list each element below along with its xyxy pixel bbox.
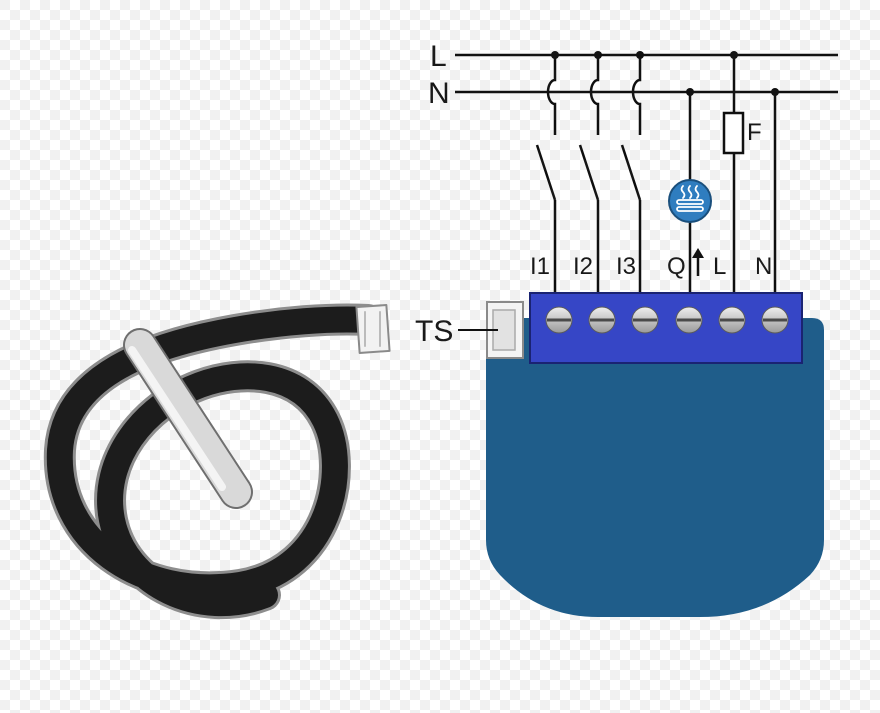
screw-q [675, 306, 703, 334]
ts-label: TS [415, 315, 453, 348]
switch-branch-i1 [546, 55, 557, 135]
temperature-sensor [43, 303, 391, 620]
switch-i2 [578, 144, 600, 201]
heater-icon [668, 179, 712, 223]
terminal-labels: I1 I2 I3 Q L N [530, 253, 772, 280]
line-label: L [430, 40, 447, 73]
screw-n [761, 306, 789, 334]
neutral-label: N [428, 77, 450, 110]
terminal-block [529, 292, 803, 364]
fuse-symbol [722, 111, 745, 155]
terminal-screws [545, 306, 789, 334]
sensor-plug [355, 304, 391, 354]
terminal-label-l: L [713, 253, 726, 280]
module-body [486, 318, 824, 617]
screw-i2 [588, 306, 616, 334]
switch-branch-i2 [589, 55, 600, 135]
arrow-up-icon [692, 248, 704, 276]
switch-i3 [620, 144, 642, 201]
fuse-label: F [747, 119, 762, 146]
screw-i3 [631, 306, 659, 334]
screw-i1 [545, 306, 573, 334]
terminal-label-i3: I3 [616, 253, 636, 280]
screw-l [718, 306, 746, 334]
terminal-label-i2: I2 [573, 253, 593, 280]
switch-branches [535, 55, 777, 295]
terminal-label-n: N [755, 253, 772, 280]
terminal-label-q: Q [667, 253, 686, 280]
sensor-cable [46, 306, 381, 617]
switch-branch-i3 [631, 55, 642, 135]
switch-i1 [535, 144, 557, 201]
terminal-label-i1: I1 [530, 253, 550, 280]
sensor-probe [123, 328, 253, 509]
